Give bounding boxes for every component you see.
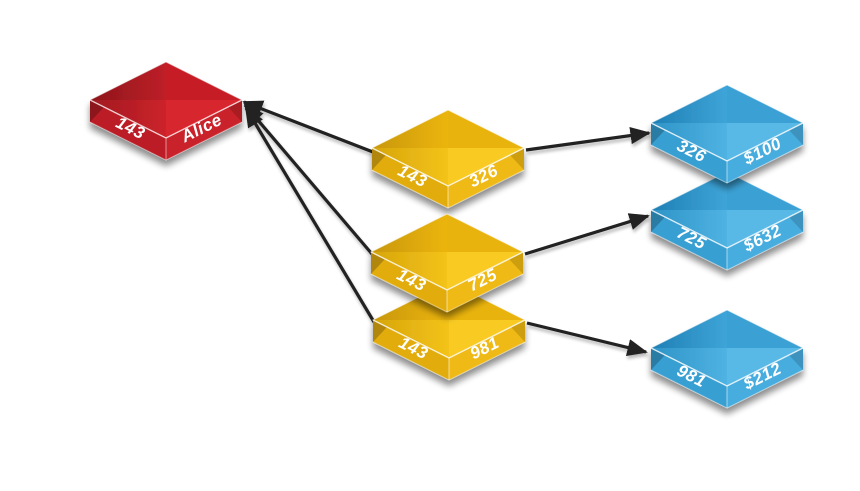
arrow-edge326-to-alice: [242, 100, 374, 154]
node-order-981: 981 $212: [650, 309, 804, 409]
arrow-edge981-to-order981: [526, 321, 648, 356]
node-order-725: 725 $632: [650, 171, 804, 271]
node-edge-143-326: 143 326: [371, 109, 525, 209]
yellow-tile-shape: [370, 213, 524, 313]
yellow-tile-shape: [371, 109, 525, 209]
node-edge-143-725: 143 725: [370, 213, 524, 313]
arrow-edge326-to-order326: [525, 126, 651, 152]
arrow-edge981-to-alice: [244, 106, 376, 323]
node-person-143: 143 Alice: [89, 61, 243, 161]
blue-tile-shape: [650, 171, 804, 271]
blue-tile-shape: [650, 84, 804, 184]
arrow-edge725-to-alice: [243, 103, 374, 256]
node-order-326: 326 $100: [650, 84, 804, 184]
arrows-layer: [242, 100, 651, 356]
red-tile-shape: [89, 61, 243, 161]
node-edge-143-981: 143 981: [372, 281, 526, 381]
arrow-edge725-to-order725: [524, 213, 650, 256]
blue-tile-shape: [650, 309, 804, 409]
